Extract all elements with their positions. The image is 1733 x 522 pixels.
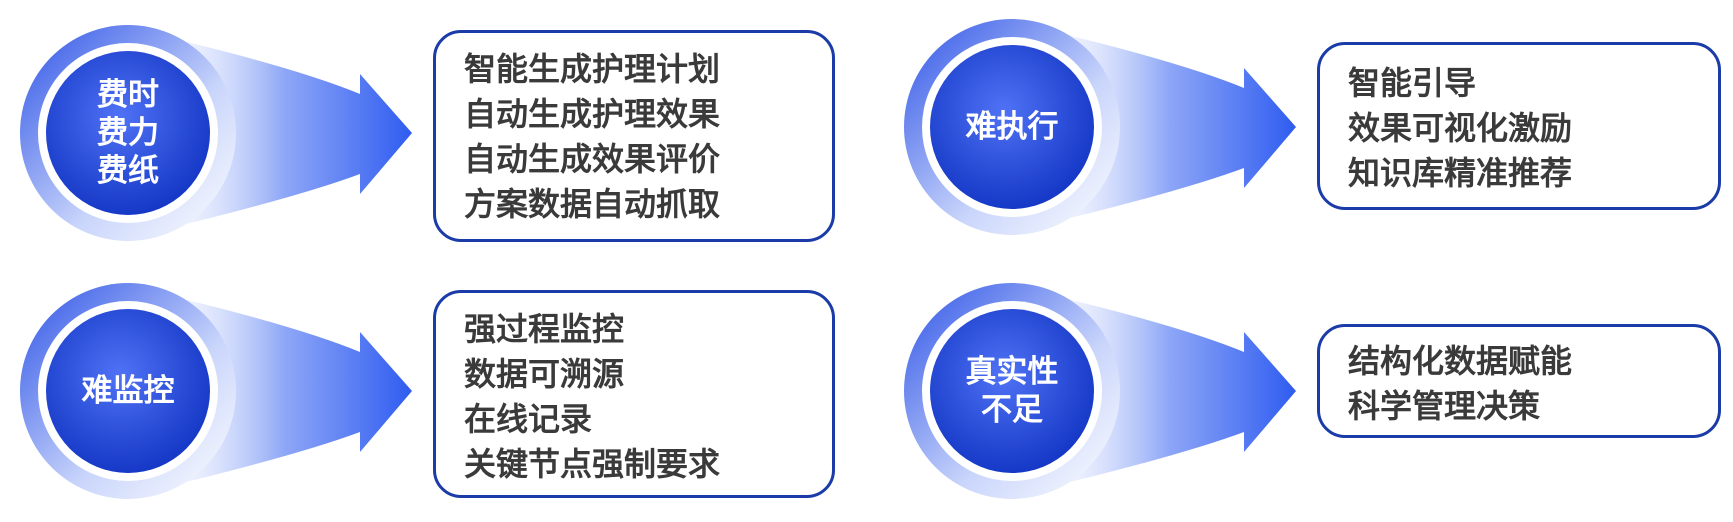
circle-label: 真实性 不足 [927,316,1097,466]
solution-item: 效果可视化激励 [1348,109,1573,147]
circle-line: 费力 [97,115,159,151]
solution-item: 结构化数据赋能 [1348,342,1573,380]
solution-item: 在线记录 [464,400,593,438]
solution-item: 科学管理决策 [1348,387,1541,425]
block-hard-to-execute: 难执行 智能引导 效果可视化激励 知识库精准推荐 [884,4,1733,244]
circle-line: 费纸 [97,153,159,189]
block-hard-to-monitor: 难监控 强过程监控 数据可溯源 在线记录 关键节点强制要求 [0,268,860,508]
circle-arrow-graphic [904,283,1296,499]
solution-box: 强过程监控 数据可溯源 在线记录 关键节点强制要求 [433,290,835,498]
solution-box: 结构化数据赋能 科学管理决策 [1317,324,1721,438]
circle-label: 费时 费力 费纸 [43,58,213,208]
circle-line: 费时 [97,77,159,113]
circle-label: 难执行 [927,52,1097,202]
core-circle [46,51,210,215]
circle-line: 不足 [981,392,1043,428]
core-circle [46,309,210,473]
solution-box: 智能引导 效果可视化激励 知识库精准推荐 [1317,42,1721,210]
circle-label: 难监控 [43,316,213,466]
circle-arrow-graphic [904,19,1296,235]
core-circle [930,45,1094,209]
block-time-effort-paper: 费时 费力 费纸 智能生成护理计划 自动生成护理效果 自动生成效果评价 方案数据… [0,10,860,250]
solution-item: 关键节点强制要求 [464,445,721,483]
solution-item: 自动生成护理效果 [464,95,721,133]
core-circle [930,309,1094,473]
solution-item: 方案数据自动抓取 [464,185,721,223]
circle-arrow-graphic [20,25,412,241]
circle-line: 难监控 [81,373,175,409]
circle-line: 真实性 [965,354,1059,390]
solution-box: 智能生成护理计划 自动生成护理效果 自动生成效果评价 方案数据自动抓取 [433,30,835,242]
solution-item: 数据可溯源 [464,355,625,393]
solution-item: 智能引导 [1348,64,1477,102]
circle-line: 难执行 [965,109,1059,145]
circle-arrow-graphic [20,283,412,499]
solution-item: 自动生成效果评价 [464,140,721,178]
block-lack-of-authenticity: 真实性 不足 结构化数据赋能 科学管理决策 [884,268,1733,508]
solution-item: 强过程监控 [464,310,625,348]
solution-item: 智能生成护理计划 [464,50,721,88]
solution-item: 知识库精准推荐 [1348,154,1573,192]
